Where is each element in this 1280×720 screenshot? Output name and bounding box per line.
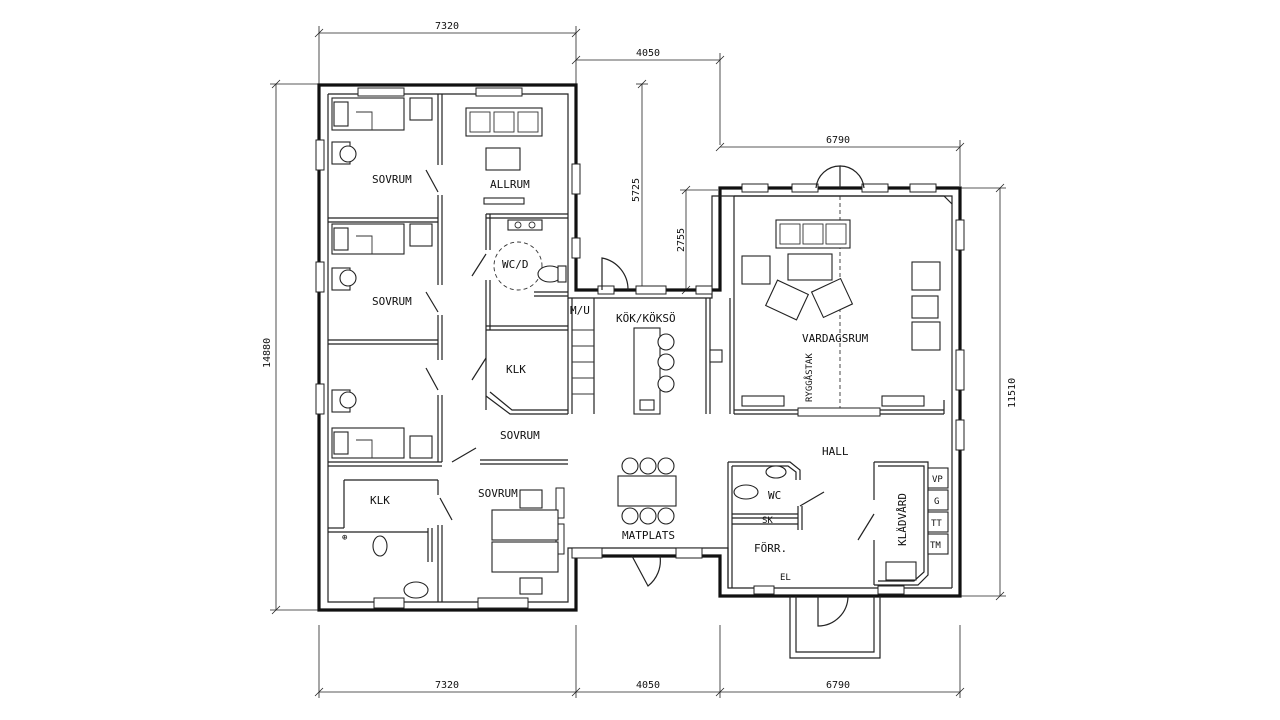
sofa-vardagsrum — [775, 219, 851, 249]
dim-top-middle: 4050 — [636, 48, 660, 59]
vp-box — [927, 467, 949, 489]
label-vp: VP — [932, 475, 943, 485]
dim-top-right: 6790 — [826, 135, 850, 146]
dim-top-left: 7320 — [435, 21, 459, 32]
doors — [425, 165, 875, 627]
label-forr: FÖRR. — [754, 542, 787, 555]
label-sovrum-3: SOVRUM — [478, 487, 518, 500]
label-kok: KÖK/KÖKSÖ — [616, 312, 676, 325]
dining-table — [617, 475, 677, 507]
label-el: EL — [780, 573, 791, 583]
label-g: G — [934, 497, 939, 507]
furniture: ⊕ — [331, 97, 941, 599]
label-klk-2: KLK — [370, 494, 390, 507]
label-matplats: MATPLATS — [622, 529, 675, 542]
label-vardagsrum: VARDAGSRUM — [802, 332, 869, 345]
label-sovrum-1: SOVRUM — [372, 173, 412, 186]
label-tt: TT — [931, 519, 942, 529]
label-sovrum-corridor: SOVRUM — [500, 429, 540, 442]
dim-bottom-left: 7320 — [435, 680, 459, 691]
label-klk-1: KLK — [506, 363, 526, 376]
label-mu: M/U — [570, 304, 590, 317]
tt-box — [927, 511, 949, 533]
windows — [315, 87, 965, 609]
dimension-lines — [270, 26, 1006, 698]
dim-bottom-middle: 4050 — [636, 680, 660, 691]
sofa-allrum — [465, 107, 543, 137]
label-kladvard: KLÄDVÅRD — [896, 493, 909, 546]
bed-5 — [491, 541, 559, 573]
g-box — [927, 489, 949, 511]
label-sovrum-2: SOVRUM — [372, 295, 412, 308]
bed-4 — [491, 509, 559, 541]
label-sk: SK — [762, 516, 773, 526]
dim-notch-small: 2755 — [676, 228, 687, 252]
label-ryggastak: RYGGÅSTAK — [803, 353, 815, 402]
label-wc: WC — [768, 489, 781, 502]
dim-left-total: 14880 — [262, 338, 273, 368]
label-allrum: ALLRUM — [490, 178, 530, 191]
drain-symbol: ⊕ — [342, 533, 347, 543]
dim-right-total: 11510 — [1007, 378, 1018, 408]
label-wcd: WC/D — [502, 258, 529, 271]
tm-box — [927, 533, 949, 555]
dimension-labels: 7320 4050 6790 7320 4050 6790 14880 1151… — [262, 21, 1018, 691]
room-labels: SOVRUM SOVRUM ALLRUM WC/D M/U KLK SOVRUM… — [370, 173, 943, 583]
label-tm: TM — [930, 541, 941, 551]
dim-bottom-right: 6790 — [826, 680, 850, 691]
dim-notch-vertical: 5725 — [631, 178, 642, 202]
label-hall: HALL — [822, 445, 849, 458]
